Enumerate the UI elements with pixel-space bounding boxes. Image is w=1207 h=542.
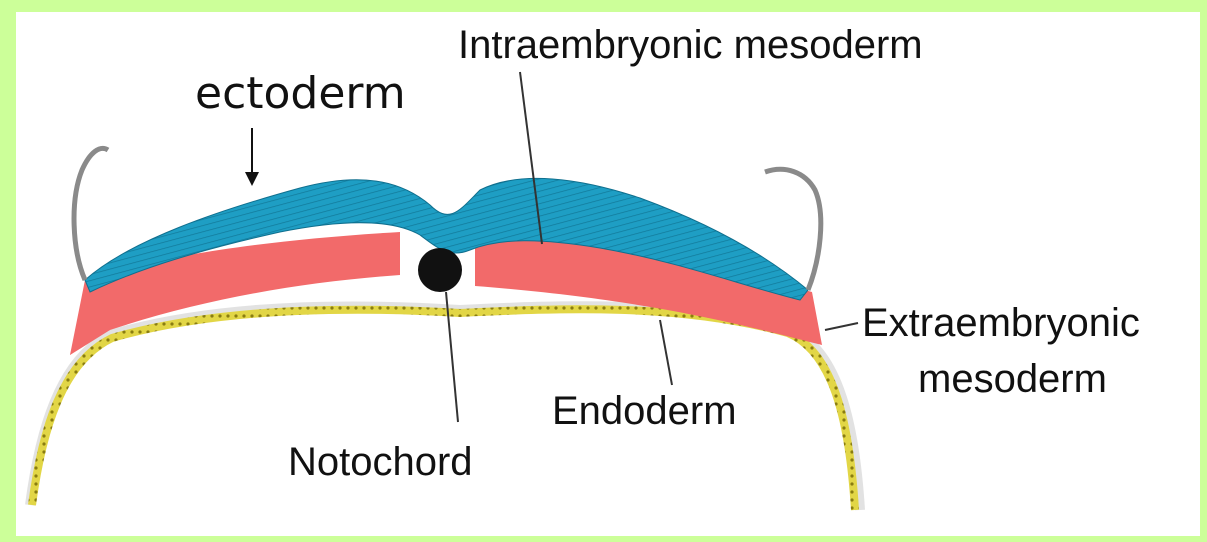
extraembryonic-pointer	[825, 323, 858, 330]
label-ectoderm: ectoderm	[195, 68, 406, 119]
label-extraembryonic-line1: Extraembryonic	[862, 301, 1140, 345]
endoderm-pointer	[660, 320, 672, 385]
label-endoderm: Endoderm	[552, 389, 737, 433]
notochord	[418, 248, 462, 292]
label-notochord: Notochord	[288, 440, 473, 484]
amnion-left	[74, 148, 108, 280]
ectoderm-arrowhead	[245, 172, 259, 186]
label-extraembryonic-line2: mesoderm	[918, 357, 1107, 401]
label-intraembryonic-mesoderm: Intraembryonic mesoderm	[458, 23, 923, 67]
